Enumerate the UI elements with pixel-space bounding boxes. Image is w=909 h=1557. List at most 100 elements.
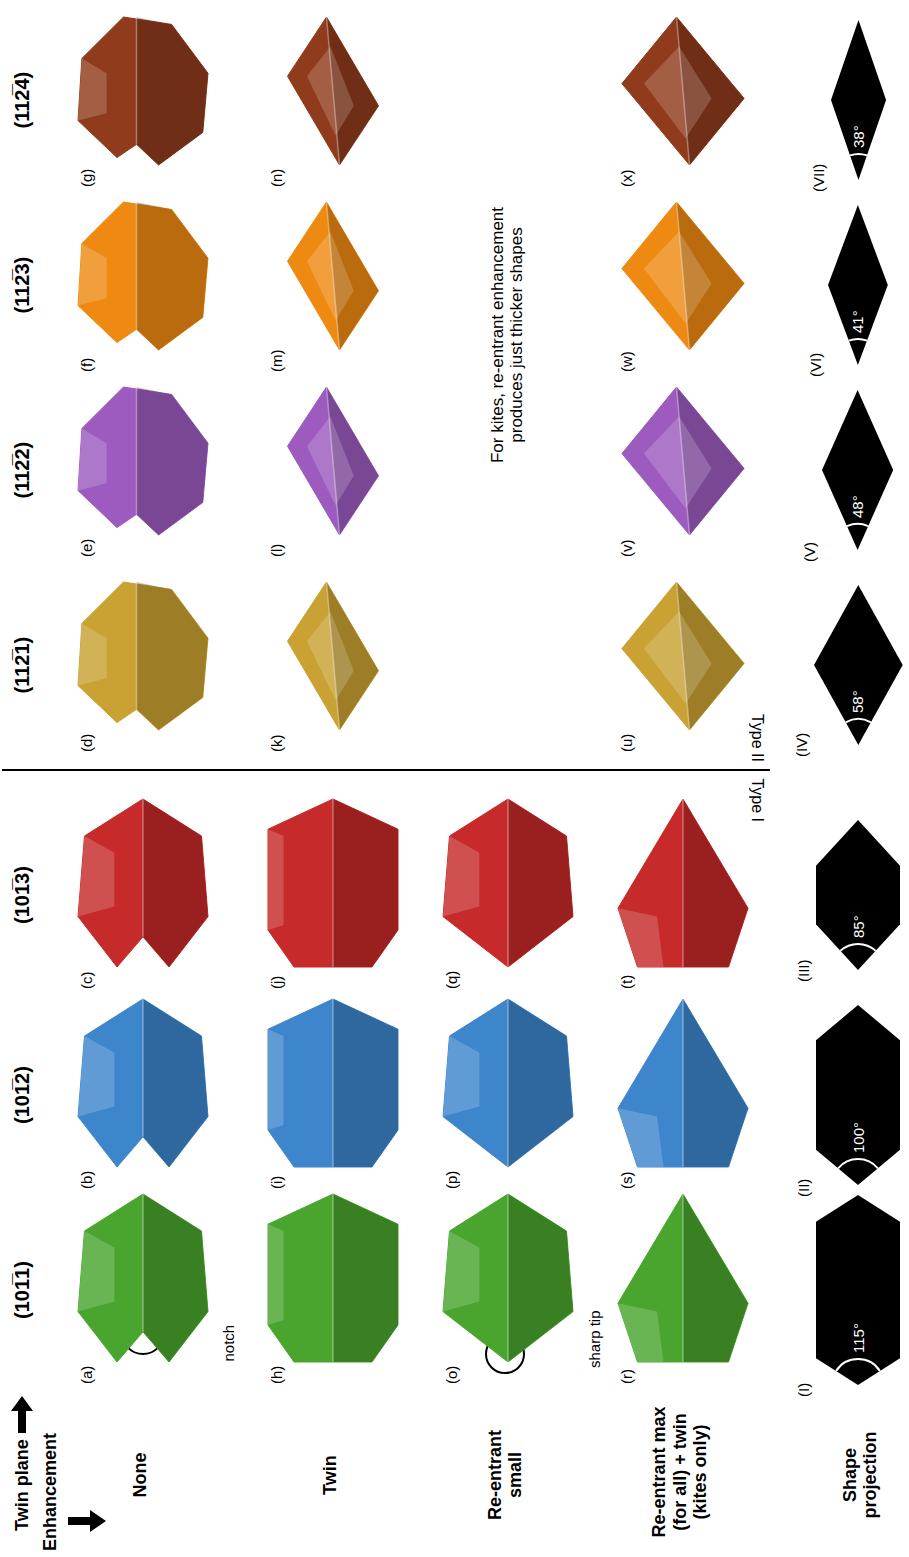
crystal-body [78, 202, 208, 350]
crystal-light-facet [268, 1224, 284, 1325]
panel-label: (c) [78, 972, 95, 990]
projection-number: (III) [796, 960, 811, 983]
crystal-light-facet [443, 1231, 479, 1312]
crystal-body [288, 582, 379, 730]
crystal-body [78, 1194, 208, 1362]
row-label: Enhancement [40, 1433, 61, 1551]
projection-number: (I) [796, 1383, 811, 1397]
crystal-ridge [332, 799, 334, 967]
crystal-light-facet [268, 829, 284, 930]
panel-label: (n) [268, 169, 285, 187]
crystal [443, 999, 573, 1167]
crystal-body [622, 387, 744, 535]
note-text: For kites, re-entrant enhancement produc… [488, 175, 527, 495]
crystal-body [443, 999, 573, 1167]
crystal [78, 999, 208, 1167]
crystal [78, 582, 208, 730]
crystal [618, 1194, 748, 1362]
crystal-shadow-facet [683, 1194, 748, 1362]
crystal-ridge [677, 582, 690, 730]
hexagon-projection: (I)115° [816, 1195, 900, 1385]
row-label: Re-entrant max (for all) + twin (kites o… [649, 1394, 711, 1550]
projection-number: (VII) [811, 164, 826, 192]
crystal [622, 582, 744, 730]
panel-label: (j) [268, 976, 285, 989]
crystal-shadow-facet [333, 799, 398, 967]
crystal-body [288, 387, 379, 535]
column-header: (112̅4) [11, 72, 34, 129]
crystal-body [618, 1194, 748, 1362]
column-header: (101̅3) [11, 866, 34, 924]
angle-arc [850, 154, 867, 155]
crystal-shadow-facet [143, 1194, 208, 1362]
panel-label: (x) [618, 170, 635, 188]
column-header: (112̅2) [11, 442, 34, 499]
angle-arc [847, 524, 868, 526]
crystal-shadow-facet [333, 1194, 398, 1362]
crystal-shadow-facet [143, 999, 208, 1167]
shape-fill [816, 820, 900, 970]
crystal-ridge [682, 799, 684, 967]
type-label: Type I [748, 778, 766, 822]
right-arrow [11, 1396, 33, 1433]
shape-fill [816, 1005, 900, 1185]
crystal-body [78, 582, 208, 730]
crystal [288, 202, 379, 350]
shape-fill [814, 585, 903, 745]
crystal-light-facet [78, 1036, 114, 1117]
angle-value: 100° [851, 1122, 866, 1153]
crystal [268, 799, 398, 967]
crystal-shadow-facet [508, 799, 573, 967]
shape-outline [831, 20, 886, 180]
row-label: Shape projection [840, 1415, 881, 1535]
panel-label: (q) [443, 971, 460, 989]
kite-projection: (IV)58° [814, 585, 903, 745]
panel-label: (h) [268, 1366, 285, 1384]
crystal-shadow-facet [137, 17, 209, 165]
crystal [288, 582, 379, 730]
down-arrow [68, 1510, 106, 1532]
angle-arc [840, 944, 875, 951]
panel-label: (g) [78, 169, 95, 187]
panel-label: (v) [618, 540, 635, 558]
panel-label: (m) [268, 350, 285, 373]
crystal-light-facet [78, 1231, 114, 1312]
angle-arc [845, 719, 870, 722]
hexagon-projection: (II)100° [816, 1005, 900, 1185]
row-label: Re-entrant small [485, 1415, 526, 1535]
angle-arc [836, 1359, 880, 1371]
crystal-body [78, 799, 208, 967]
crystal [78, 1194, 208, 1362]
column-header: (101̅2) [11, 1066, 34, 1124]
panel-label: (s) [618, 1172, 635, 1190]
crystal [622, 387, 744, 535]
crystal-shadow-facet [508, 999, 573, 1167]
crystal-ridge [507, 999, 509, 1167]
crystal-shadow-facet [143, 799, 208, 967]
crystal-ridge [327, 582, 340, 730]
crystal [443, 799, 573, 967]
crystal-body [618, 999, 748, 1167]
crystal [78, 202, 208, 350]
crystal-body [288, 17, 379, 165]
shape-outline [816, 1195, 900, 1385]
crystal-body [78, 17, 208, 165]
crystal [622, 17, 744, 165]
projection-number: (II) [796, 1179, 811, 1197]
panel-label: (f) [78, 358, 95, 372]
crystal-ridge [136, 202, 138, 329]
crystal-ridge [332, 1194, 334, 1362]
crystal-light-facet [644, 612, 712, 704]
panel-label: (d) [78, 734, 95, 752]
angle-value: 115° [851, 1323, 866, 1353]
crystal-ridge [507, 799, 509, 967]
crystal-ridge [327, 387, 340, 535]
crystal-ridge [682, 1194, 684, 1362]
crystal-body [288, 202, 379, 350]
shape-outline [816, 1005, 900, 1185]
crystal [618, 799, 748, 967]
crystal-ridge [677, 17, 690, 165]
shape-outline [814, 585, 903, 745]
crystal-light-facet [644, 47, 712, 139]
